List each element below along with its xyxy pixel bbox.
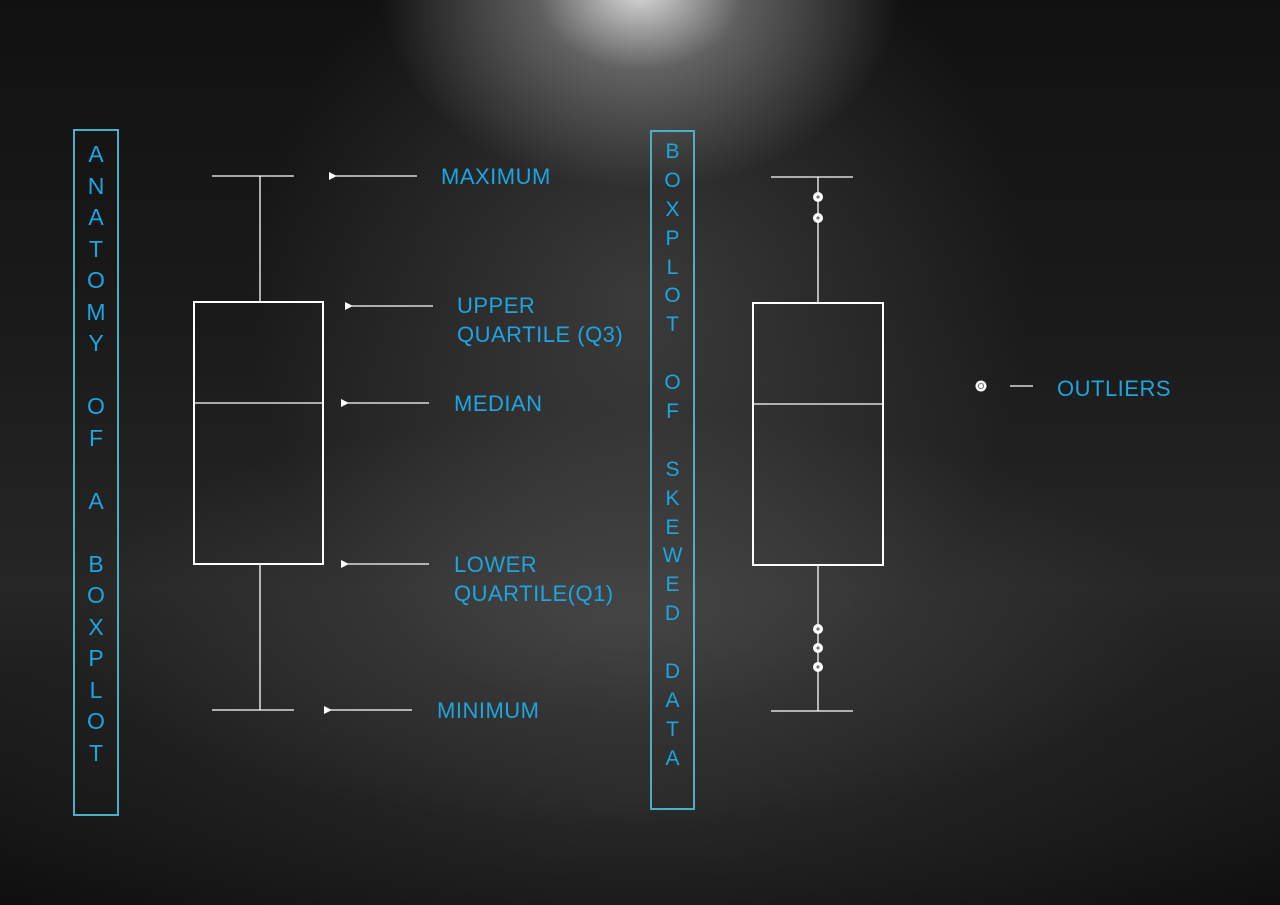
title-letter: S <box>665 457 680 481</box>
outlier-points <box>813 192 823 672</box>
title-letter: P <box>665 226 680 250</box>
title-letter: A <box>88 141 104 167</box>
outlier-point <box>813 192 823 202</box>
title-letter: O <box>664 371 681 395</box>
title-letter: A <box>88 204 104 230</box>
title-letter: A <box>88 487 104 514</box>
anatomy-boxplot <box>193 175 324 711</box>
title-letter: T <box>88 739 104 766</box>
title-letter: K <box>665 486 680 510</box>
title-letter: O <box>87 582 105 608</box>
outlier-legend-symbol <box>975 380 987 392</box>
title-letter: D <box>664 602 681 626</box>
title-letter: T <box>666 717 679 741</box>
title-letter: N <box>87 172 105 199</box>
title-letter: B <box>665 140 680 163</box>
title-letter: P <box>88 645 104 671</box>
title-letter: O <box>87 267 105 293</box>
outlier-point <box>813 213 823 223</box>
title-letter: O <box>87 708 105 734</box>
lower-quartile-label-line2: QUARTILE(Q1) <box>454 581 614 606</box>
title-letter: F <box>666 400 679 424</box>
minimum-label: MINIMUM <box>437 698 540 723</box>
title-letter: L <box>666 255 679 279</box>
title-letter: Y <box>88 330 104 356</box>
upper-quartile-label-line1: UPPER <box>457 293 536 318</box>
title-letter: F <box>88 424 104 451</box>
outlier-point <box>813 624 823 634</box>
lower-quartile-label-line1: LOWER <box>454 552 538 577</box>
box <box>752 302 884 566</box>
title-letter: E <box>665 573 680 597</box>
title-letter: T <box>88 235 104 262</box>
title-letter: L <box>89 676 103 703</box>
outlier-point <box>813 643 823 653</box>
title-letter: O <box>87 393 105 419</box>
maximum-label: MAXIMUM <box>441 164 551 189</box>
outliers-label: OUTLIERS <box>1057 376 1172 401</box>
title-letter: O <box>664 284 681 308</box>
title-letter: A <box>665 746 680 770</box>
title-letter: D <box>664 660 681 684</box>
title-letter: A <box>665 688 680 712</box>
title-letter: T <box>666 313 679 337</box>
title-letter: B <box>88 550 104 577</box>
box <box>193 301 324 565</box>
title-letter: M <box>86 298 106 325</box>
title-letter: X <box>665 197 680 221</box>
title-letter: W <box>662 544 683 568</box>
upper-quartile-label-line2: QUARTILE (Q3) <box>457 322 624 347</box>
outlier-point <box>813 662 823 672</box>
title-letter: X <box>88 613 104 640</box>
median-label: MEDIAN <box>454 391 543 416</box>
title-letter: O <box>664 168 681 192</box>
title-letter: E <box>665 515 680 539</box>
